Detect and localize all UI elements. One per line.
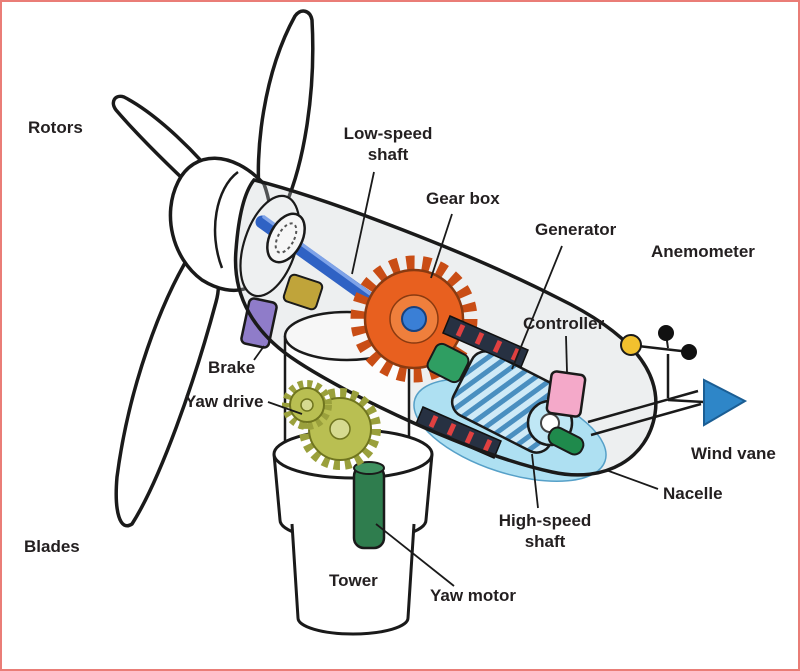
anemometer-cup — [658, 325, 674, 341]
label-wind-vane: Wind vane — [691, 444, 776, 463]
label-tower: Tower — [329, 571, 378, 590]
vent-red-mark — [482, 438, 493, 453]
gear-teeth — [350, 255, 478, 383]
leader-generator — [511, 245, 563, 370]
yaw-gear-hub — [329, 418, 351, 440]
anemometer-cup — [681, 344, 697, 360]
label-rotors: Rotors — [28, 118, 83, 137]
rotor-blades — [111, 9, 315, 528]
tower-part — [272, 428, 434, 636]
vent-red-mark — [446, 422, 457, 437]
yaw-motor-top — [353, 461, 385, 475]
nacelle-outline — [233, 178, 658, 477]
vent-red-mark — [455, 323, 466, 338]
blade-lower — [114, 240, 221, 528]
label-gear-box: Gear box — [426, 189, 500, 208]
brake-part — [240, 297, 278, 349]
leader-yaw-motor — [375, 523, 455, 587]
label-anemometer: Anemometer — [651, 242, 755, 261]
leader-nacelle — [605, 469, 659, 490]
leader-brake — [253, 345, 265, 361]
anemometer-ball — [620, 334, 642, 356]
yaw-pinion-hub — [300, 398, 314, 412]
vent-red-mark — [510, 347, 521, 362]
yaw-pinion-teeth — [282, 380, 332, 430]
shaft-coupling — [426, 342, 470, 384]
leader-lines — [253, 171, 659, 587]
vent-red-mark — [474, 331, 485, 346]
leader-high-speed-shaft — [531, 453, 539, 509]
leader-gear-box — [430, 213, 453, 279]
leader-controller — [565, 335, 568, 373]
label-yaw-drive: Yaw drive — [185, 392, 264, 411]
vent-red-mark — [464, 430, 475, 445]
tower-tube — [290, 523, 416, 636]
boom-upper — [587, 389, 699, 424]
label-nacelle: Nacelle — [663, 484, 723, 503]
label-brake: Brake — [208, 358, 256, 377]
bearing-rollers — [274, 222, 298, 254]
vent-red-mark — [492, 339, 503, 354]
hub-ring — [213, 170, 239, 269]
vent-strip-lower — [415, 406, 502, 459]
label-blades: Blades — [24, 537, 80, 556]
controller-part — [545, 370, 587, 418]
yaw-motor-body — [352, 464, 386, 550]
label-generator: Generator — [535, 220, 617, 239]
anemometer-part — [620, 325, 697, 360]
main-bearing — [266, 212, 306, 264]
yaw-gear-teeth — [299, 388, 381, 470]
label-low-speed-shaft: Low-speed shaft — [343, 124, 433, 164]
shaft-bearing-block — [282, 273, 324, 311]
label-controller: Controller — [523, 314, 605, 333]
boom-lower — [590, 402, 702, 437]
tail-boom — [587, 354, 705, 437]
vent-red-mark — [428, 414, 439, 429]
high-speed-shaft-part — [547, 426, 585, 456]
yaw-motor-part — [352, 461, 386, 550]
leader-low-speed-shaft — [351, 171, 375, 275]
gear-box-part — [350, 255, 478, 383]
vane-stem — [667, 398, 705, 404]
gear-hub — [401, 306, 427, 332]
wind-vane-part — [703, 378, 748, 427]
label-yaw-motor: Yaw motor — [430, 586, 516, 605]
vent-strip-upper — [442, 315, 529, 368]
generator-vents — [415, 315, 529, 459]
label-high-speed-shaft: High-speed shaft — [498, 511, 592, 551]
leader-yaw-drive — [267, 401, 303, 415]
